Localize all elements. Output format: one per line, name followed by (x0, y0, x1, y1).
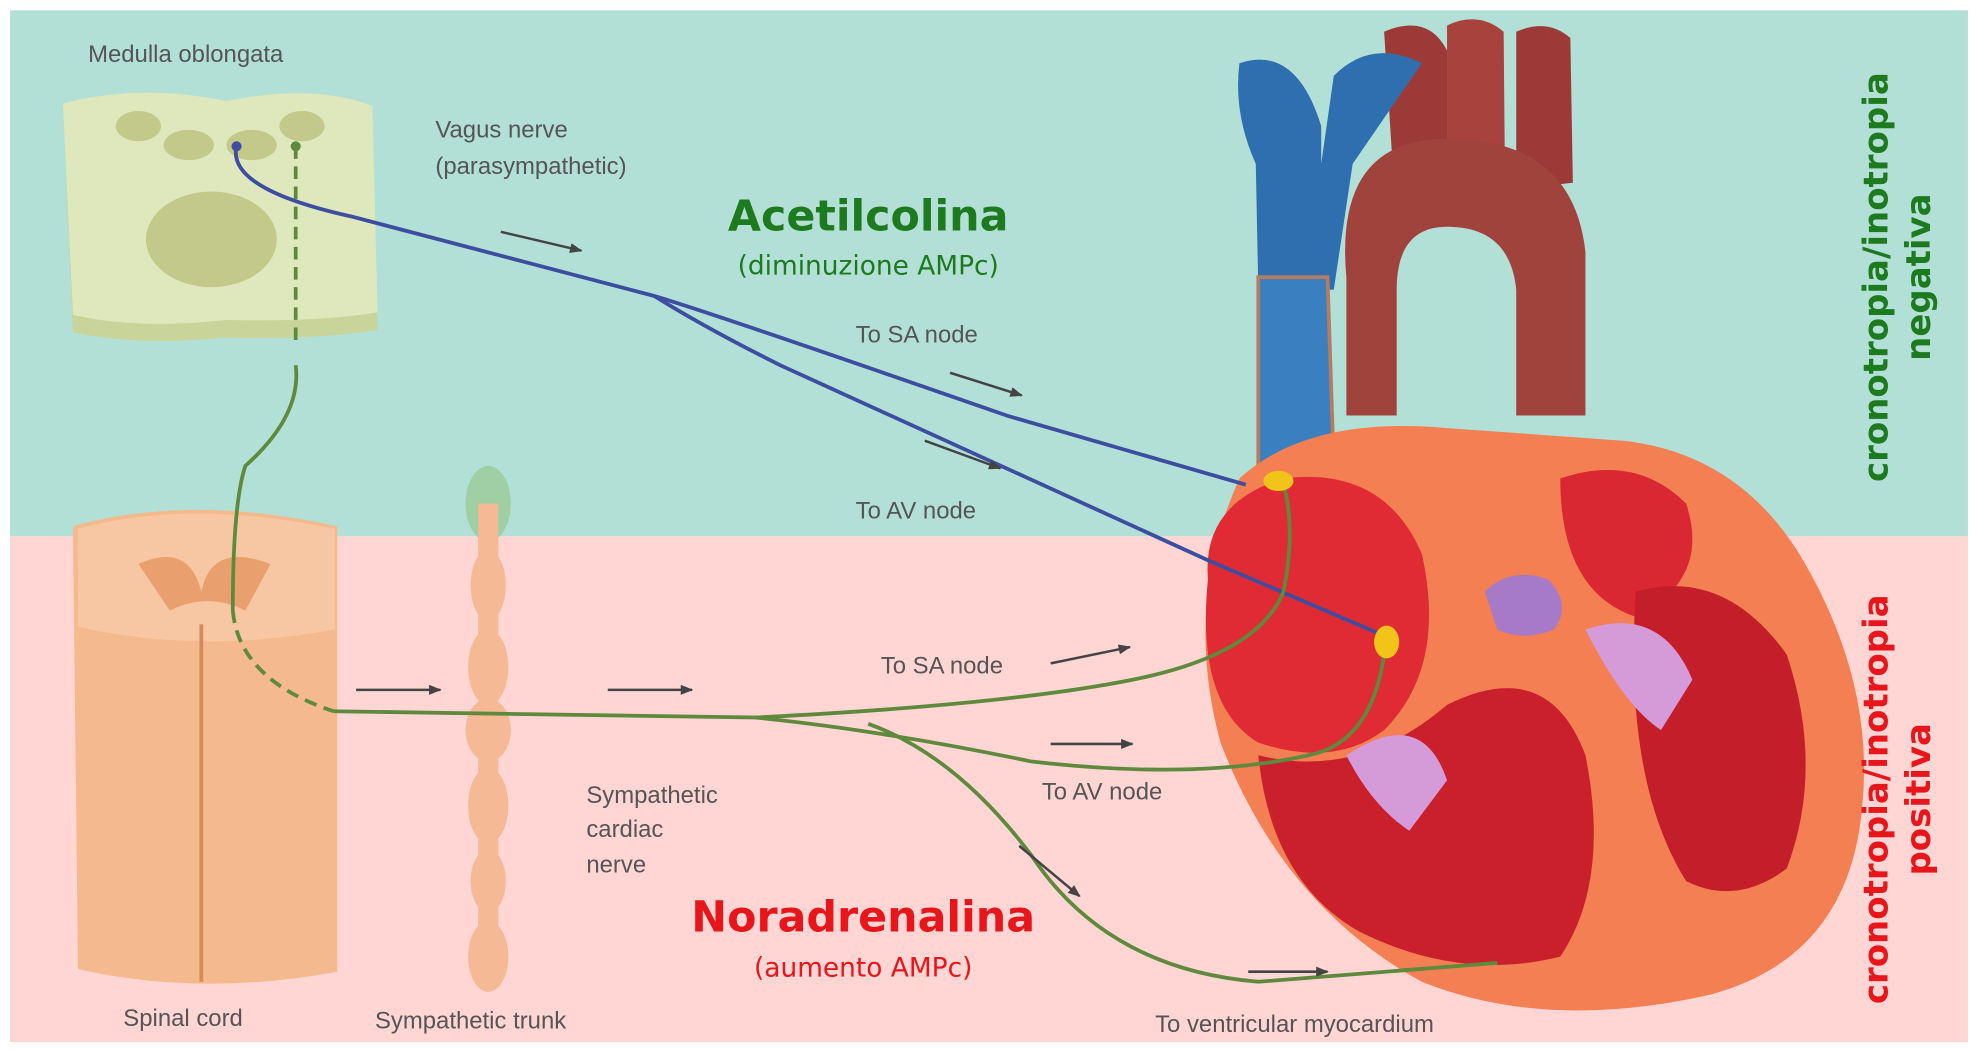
label-cardiac: cardiac (586, 816, 663, 843)
av-node (1374, 626, 1399, 659)
label-to-sa-node-vagal: To SA node (856, 322, 978, 349)
vagus-origin-dot (232, 141, 242, 151)
acetylcholine-effect: (diminuzione AMPc) (738, 251, 999, 282)
label-sympathetic: Sympathetic (586, 782, 718, 809)
label-nerve: nerve (586, 851, 646, 878)
sa-node (1263, 471, 1293, 491)
label-medulla-oblongata: Medulla oblongata (88, 41, 284, 68)
acetylcholine-title: Acetilcolina (728, 192, 1009, 242)
label-to-ventricular-myocardium: To ventricular myocardium (1155, 1011, 1434, 1038)
negative-effect-label-line2: negativa (1899, 193, 1939, 360)
spinal-cord-illustration (73, 510, 337, 984)
label-vagus-nerve: Vagus nerve (435, 116, 567, 143)
negative-effect-label-line1: cronotropia/inotropia (1856, 72, 1896, 482)
sympathetic-origin-dot (291, 141, 301, 151)
noradrenaline-title: Noradrenalina (691, 892, 1035, 942)
positive-effect-label-line1: cronotropia/inotropia (1856, 594, 1896, 1004)
label-spinal-cord: Spinal cord (123, 1005, 243, 1032)
label-to-av-node-vagal: To AV node (856, 498, 976, 525)
medulla-oblongata-illustration (63, 93, 378, 341)
positive-effect-label-line2: positiva (1899, 723, 1939, 875)
label-sympathetic-trunk: Sympathetic trunk (375, 1007, 566, 1034)
noradrenaline-effect: (aumento AMPc) (754, 953, 972, 984)
label-to-sa-node-sympathetic: To SA node (881, 652, 1003, 679)
label-parasympathetic: (parasympathetic) (435, 153, 626, 180)
label-to-av-node-sympathetic: To AV node (1042, 778, 1162, 805)
